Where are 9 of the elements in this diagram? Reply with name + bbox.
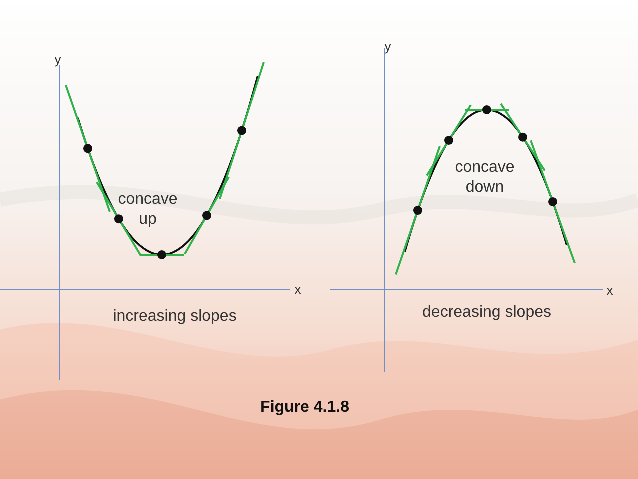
figure-caption: Figure 4.1.8	[260, 398, 350, 418]
axis-label: x	[606, 282, 614, 300]
axis-label: x	[294, 282, 302, 298]
slope-caption: increasing slopes	[112, 307, 238, 327]
axis-label: y	[54, 52, 62, 68]
curve-label: concave down	[454, 158, 516, 198]
axis-label: y	[384, 38, 392, 56]
curve-label: concave up	[117, 190, 179, 230]
slope-caption: decreasing slopes	[422, 303, 552, 323]
